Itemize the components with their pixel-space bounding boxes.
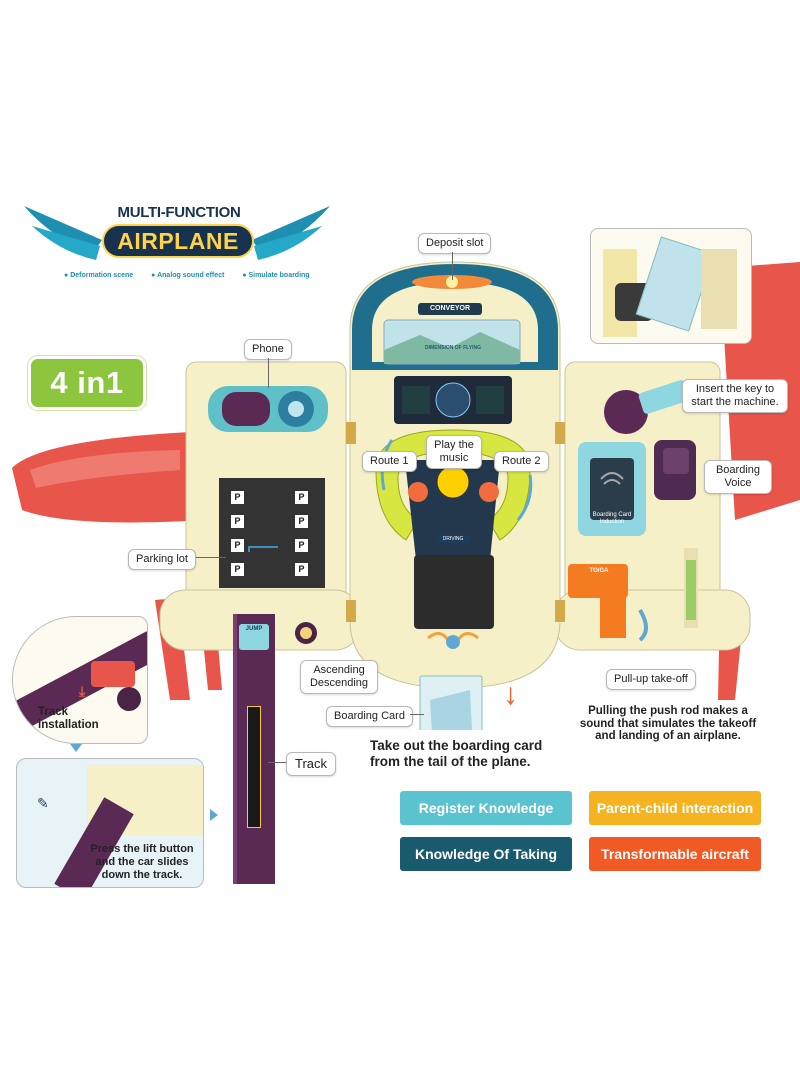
track-connector [248, 546, 278, 552]
parking-space-4: P [294, 514, 309, 529]
callout-boarding-card: Boarding Card [326, 706, 413, 727]
parking-space-1: P [230, 490, 245, 505]
parking-space-3: P [230, 514, 245, 529]
callout-route1: Route 1 [362, 451, 417, 472]
wings-icon [24, 206, 330, 260]
parking-space-7: P [230, 562, 245, 577]
lever-label: TO/GA [589, 568, 609, 574]
logo-features: ● Deformation scene ● Analog sound effec… [64, 272, 334, 279]
callout-play-music: Play the music [426, 435, 482, 469]
down-arrow-icon: ⤓ [79, 683, 86, 699]
boarding-card-caption: Take out the boarding card from the tail… [370, 738, 543, 769]
feature-register-knowledge: Register Knowledge [400, 791, 572, 825]
track-installation-caption: Track installation [38, 706, 99, 731]
callout-parking-lot: Parking lot [128, 549, 196, 570]
callout-pullup: Pull-up take-off [606, 669, 696, 690]
pencil-icon: ✎ [37, 795, 49, 811]
wheel-brand: DRIVING [436, 535, 470, 543]
feature-transformable: Transformable aircraft [589, 837, 761, 871]
logo: MULTI-FUNCTION AIRPLANE ● Deformation sc… [22, 198, 332, 284]
feature-dot-2: ● Analog sound effect [151, 272, 225, 279]
triangle-down-icon [70, 744, 82, 752]
logo-line2: AIRPLANE [117, 228, 239, 254]
callout-route2: Route 2 [494, 451, 549, 472]
parking-space-5: P [230, 538, 245, 553]
boarding-card-induction-label: Boarding Card Induction [592, 512, 632, 525]
logo-line1: MULTI-FUNCTION [117, 204, 241, 221]
feature-parent-child: Parent-child interaction [589, 791, 761, 825]
callout-boarding-voice: Boarding Voice [704, 460, 772, 494]
callout-insert-key: Insert the key to start the machine. [682, 379, 788, 413]
track: JUMP [233, 614, 275, 884]
logo-banner: AIRPLANE [102, 224, 254, 258]
screen-caption: DIMENSION OF FLYING [425, 345, 481, 351]
airplane-toy-illustration [12, 261, 800, 730]
logo-feature-1: Deformation scene [70, 272, 134, 279]
triangle-right-icon [210, 809, 218, 821]
lift-button-caption: Press the lift button and the car slides… [90, 843, 194, 881]
leader-track [268, 762, 286, 763]
callout-deposit-slot: Deposit slot [418, 233, 492, 254]
parking-space-6: P [294, 538, 309, 553]
track-installation-inset: ⤓ [12, 616, 148, 744]
badge-text: 4 in1 [50, 365, 124, 400]
leader-phone [268, 358, 269, 388]
feature-knowledge-taking: Knowledge Of Taking [400, 837, 572, 871]
lift-button-inset: ✎ [16, 758, 204, 888]
jump-sign: JUMP [239, 624, 269, 650]
logo-feature-3: Simulate boarding [248, 272, 310, 279]
push-rod-caption: Pulling the push rod makes a sound that … [579, 705, 757, 742]
leader-deposit [452, 252, 453, 280]
track-stripe [247, 706, 261, 828]
leader-parking [196, 557, 226, 558]
feature-dot-1: ● Deformation scene [64, 272, 134, 279]
red-down-arrow-icon: ↓ [503, 678, 518, 711]
parking-space-2: P [294, 490, 309, 505]
callout-ascending: Ascending Descending [300, 660, 378, 694]
feature-dot-3: ● Simulate boarding [242, 272, 310, 279]
logo-feature-2: Analog sound effect [157, 272, 225, 279]
four-in-one-badge: 4 in1 [28, 356, 146, 410]
jump-label: JUMP [245, 626, 263, 632]
deposit-inset [590, 228, 752, 344]
conveyor-label: CONVEYOR [429, 305, 471, 312]
callout-track: Track [286, 752, 337, 776]
parking-space-8: P [294, 562, 309, 577]
parking-lot-markings: P P P P P P P P [228, 488, 320, 580]
callout-phone: Phone [244, 339, 292, 360]
leader-boarding-card [410, 714, 424, 715]
